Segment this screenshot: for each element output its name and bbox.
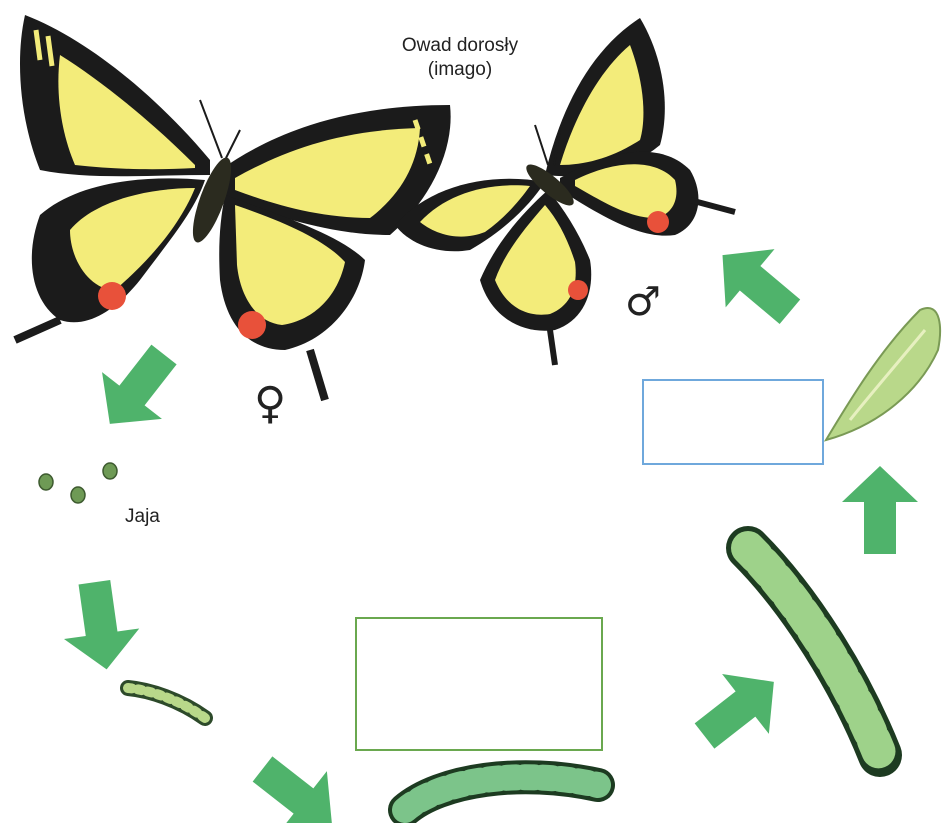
pupa-answer-box[interactable] <box>642 379 824 465</box>
egg <box>39 474 53 490</box>
egg <box>103 463 117 479</box>
female-symbol: ♀ <box>254 380 286 428</box>
arrow-young-to-larva <box>239 739 355 823</box>
adult-label-line2: (imago) <box>360 58 560 82</box>
eggs-group <box>39 463 117 503</box>
arrow-pupa-to-adult <box>698 226 814 341</box>
arrow-larva-to-mature <box>681 652 797 766</box>
arrow-eggs-to-young-larva <box>57 577 145 675</box>
egg <box>71 487 85 503</box>
eggs-label: Jaja <box>125 505 160 529</box>
young-caterpillar <box>128 688 205 718</box>
pupa-chrysalis <box>826 308 940 440</box>
larva-answer-box[interactable] <box>355 617 603 751</box>
arrow-mature-to-pupa <box>842 466 918 554</box>
adult-label: Owad dorosły (imago) <box>360 34 560 82</box>
arrow-adult-to-eggs <box>80 331 194 447</box>
adult-label-line1: Owad dorosły <box>360 34 560 58</box>
male-symbol: ♂ <box>625 280 661 324</box>
larva-caterpillar <box>405 777 598 810</box>
